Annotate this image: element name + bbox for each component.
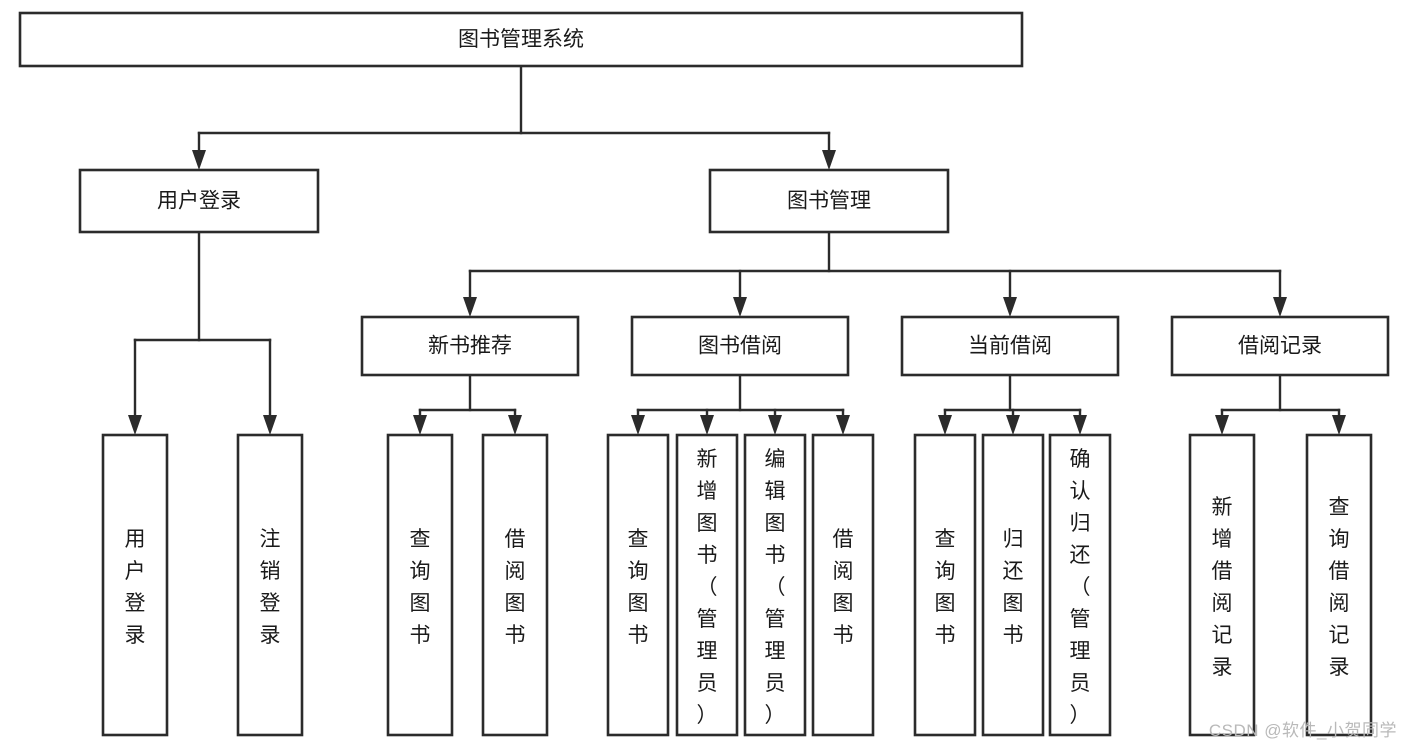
node-box-user-login (78, 168, 320, 234)
node-logout[interactable]: 注销登录 (236, 433, 304, 737)
node-box-login (101, 433, 169, 737)
node-box-add-book (675, 433, 739, 737)
arrow-head-icon (1073, 415, 1087, 435)
node-book-borrow[interactable]: 图书借阅 (630, 315, 850, 377)
node-box-query-book-3 (913, 433, 977, 737)
node-label-add-borrow-record: 新增借阅记录 (1212, 496, 1233, 679)
node-box-query-borrow-record (1305, 433, 1373, 737)
node-box-confirm-return (1048, 433, 1112, 737)
arrow-head-icon (128, 415, 142, 435)
node-box-query-book-2 (606, 433, 670, 737)
node-label-logout: 注销登录 (260, 528, 281, 647)
node-label-query-borrow-record: 查询借阅记录 (1329, 496, 1350, 679)
node-box-edit-book (743, 433, 807, 737)
arrow-head-icon (1006, 415, 1020, 435)
node-label-current-borrow: 当前借阅 (968, 335, 1052, 358)
node-label-borrow-book-1: 借阅图书 (505, 528, 526, 647)
node-root[interactable]: 图书管理系统 (18, 11, 1024, 68)
node-borrow-book-1[interactable]: 借阅图书 (481, 433, 549, 737)
node-box-root (18, 11, 1024, 68)
node-box-borrow-book-2 (811, 433, 875, 737)
node-label-add-book: 新增图书（管理员） (697, 448, 718, 727)
arrow-head-icon (1003, 297, 1017, 317)
node-label-user-login: 用户登录 (157, 190, 241, 213)
node-label-book-borrow: 图书借阅 (698, 335, 782, 358)
node-box-book-borrow (630, 315, 850, 377)
node-label-book-manage: 图书管理 (787, 190, 871, 213)
node-book-manage[interactable]: 图书管理 (708, 168, 950, 234)
arrow-head-icon (733, 297, 747, 317)
node-add-borrow-record[interactable]: 新增借阅记录 (1188, 433, 1256, 737)
arrow-head-icon (836, 415, 850, 435)
arrow-head-icon (700, 415, 714, 435)
node-label-return-book: 归还图书 (1003, 528, 1024, 647)
arrow-head-icon (631, 415, 645, 435)
node-query-book-3[interactable]: 查询图书 (913, 433, 977, 737)
node-label-borrow-record: 借阅记录 (1238, 335, 1322, 358)
arrow-head-icon (413, 415, 427, 435)
node-query-book-2[interactable]: 查询图书 (606, 433, 670, 737)
node-label-new-book-recommend: 新书推荐 (428, 335, 512, 358)
node-edit-book[interactable]: 编辑图书（管理员） (743, 433, 807, 737)
node-query-borrow-record[interactable]: 查询借阅记录 (1305, 433, 1373, 737)
node-new-book-recommend[interactable]: 新书推荐 (360, 315, 580, 377)
node-borrow-book-2[interactable]: 借阅图书 (811, 433, 875, 737)
node-label-root: 图书管理系统 (458, 28, 584, 51)
node-box-book-manage (708, 168, 950, 234)
node-label-query-book-2: 查询图书 (628, 528, 649, 647)
arrow-head-icon (938, 415, 952, 435)
node-add-book[interactable]: 新增图书（管理员） (675, 433, 739, 737)
node-user-login[interactable]: 用户登录 (78, 168, 320, 234)
node-login[interactable]: 用户登录 (101, 433, 169, 737)
arrow-head-icon (822, 150, 836, 170)
arrow-head-icon (768, 415, 782, 435)
node-label-edit-book: 编辑图书（管理员） (765, 448, 786, 727)
node-box-return-book (981, 433, 1045, 737)
node-label-query-book-1: 查询图书 (410, 528, 431, 647)
arrow-head-icon (1273, 297, 1287, 317)
arrow-head-icon (463, 297, 477, 317)
node-confirm-return[interactable]: 确认归还（管理员） (1048, 433, 1112, 737)
connectors-layer (128, 64, 1346, 435)
node-query-book-1[interactable]: 查询图书 (386, 433, 454, 737)
arrow-head-icon (192, 150, 206, 170)
node-box-current-borrow (900, 315, 1120, 377)
arrow-head-icon (263, 415, 277, 435)
node-label-borrow-book-2: 借阅图书 (833, 528, 854, 647)
arrow-head-icon (1332, 415, 1346, 435)
node-box-query-book-1 (386, 433, 454, 737)
node-box-borrow-record (1170, 315, 1390, 377)
arrow-head-icon (1215, 415, 1229, 435)
node-current-borrow[interactable]: 当前借阅 (900, 315, 1120, 377)
node-return-book[interactable]: 归还图书 (981, 433, 1045, 737)
node-box-logout (236, 433, 304, 737)
arrow-head-icon (508, 415, 522, 435)
node-label-query-book-3: 查询图书 (935, 528, 956, 647)
node-label-confirm-return: 确认归还（管理员） (1070, 448, 1091, 727)
node-box-new-book-recommend (360, 315, 580, 377)
nodes-layer: 图书管理系统用户登录图书管理用户登录注销登录新书推荐查询图书借阅图书图书借阅查询… (18, 11, 1390, 737)
node-label-login: 用户登录 (125, 528, 146, 647)
node-borrow-record[interactable]: 借阅记录 (1170, 315, 1390, 377)
node-box-add-borrow-record (1188, 433, 1256, 737)
node-box-borrow-book-1 (481, 433, 549, 737)
